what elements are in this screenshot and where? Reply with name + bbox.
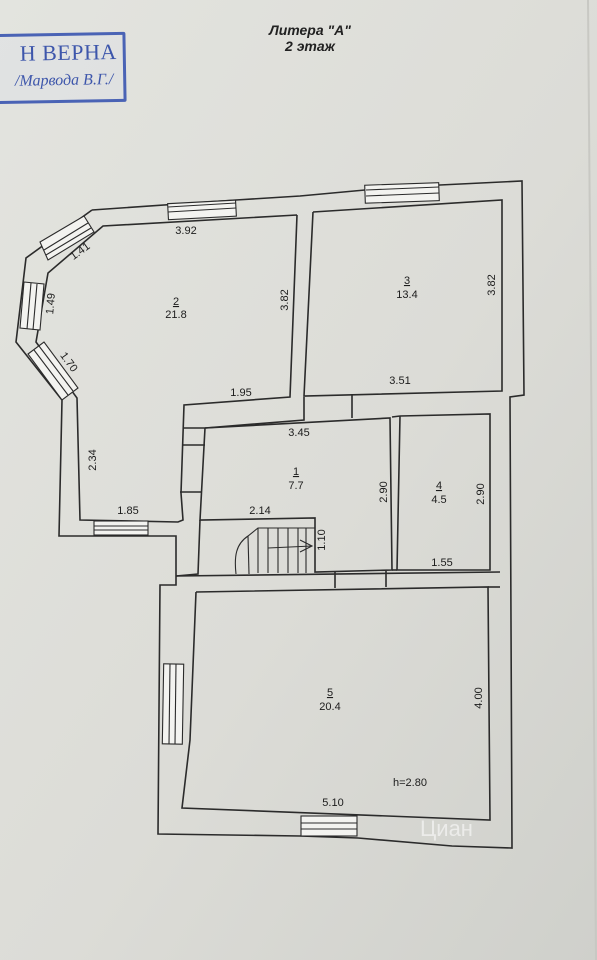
room-4-number: 4 [436,480,442,492]
dim-r1-right: 2.90 [378,481,390,502]
stair-arrowhead-icon [299,539,314,553]
window-bay-mid [19,281,45,331]
room-3-number: 3 [404,275,410,287]
dim-r4-bottom: 1.55 [431,557,452,569]
wall-joint [391,415,401,418]
window-bay-lower [27,341,79,401]
plan-title: Литера "А" [269,22,351,38]
window-room5-left [161,663,185,745]
dimension-labels: 3.92 1.41 1.49 1.70 3.82 1.95 2.34 1.85 … [44,225,498,809]
staircase [234,527,315,575]
room-labels: 2 21.8 3 13.4 1 7.7 4 4.5 5 20.4 [165,275,446,713]
windows [19,182,440,837]
dim-r2-bottom-upper: 1.95 [230,387,251,399]
window-room3-top [364,182,440,204]
dim-r2-bay-mid: 1.49 [44,293,58,315]
dim-r5-bottom: 5.10 [322,797,343,809]
dim-r3-right: 3.82 [486,274,498,295]
room-3-wall [303,199,503,397]
dim-r3-bottom: 3.51 [389,375,410,387]
room-1-number: 1 [293,466,299,478]
stair-arrow-icon [267,545,313,549]
window-room2-bottom [93,520,149,536]
dim-r4-right: 2.90 [475,483,487,504]
room-5-wall [181,586,491,821]
room-2-area: 21.8 [165,309,186,321]
ceiling-height: h=2.80 [393,777,427,789]
partition-middle [184,397,305,429]
window-room2-top [167,199,237,221]
watermark: Циан [420,816,473,841]
floor-label: 2 этаж [285,38,335,54]
room-1-wall [199,417,393,573]
dim-r2-bottom: 1.85 [117,505,138,517]
stair-area-wall [175,519,201,577]
dim-r2-left-lower: 2.34 [87,449,99,470]
dim-stair-width: 2.14 [249,505,270,517]
dim-r2-top: 3.92 [175,225,196,237]
dim-r2-right: 3.82 [279,289,291,310]
walls [15,180,525,849]
dim-r5-right: 4.00 [473,687,485,708]
room-3-area: 13.4 [396,289,417,301]
room-1-area: 7.7 [288,480,303,492]
room-4-wall [396,413,491,571]
dim-stair-depth: 1.10 [316,529,328,550]
room-2-number: 2 [173,296,179,308]
room-4-area: 4.5 [431,494,446,506]
dim-r1-top: 3.45 [288,427,309,439]
corridor-line [175,571,501,577]
window-room5-bottom [300,815,358,837]
room-5-number: 5 [327,687,333,699]
room-5-area: 20.4 [319,701,340,713]
window-bay-upper [39,215,95,261]
